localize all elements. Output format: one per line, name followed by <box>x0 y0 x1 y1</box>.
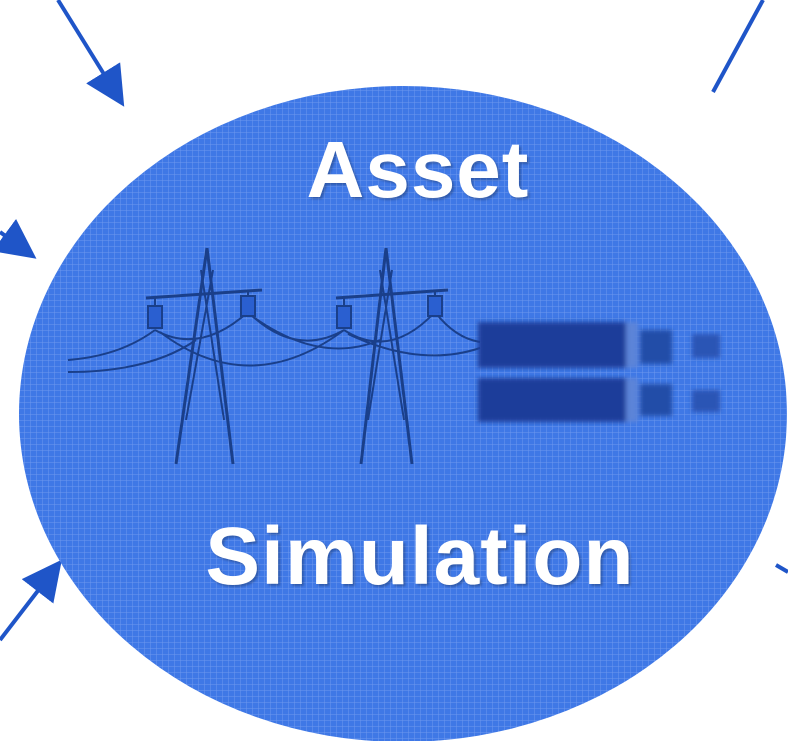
arrow-left <box>0 218 37 259</box>
transmission-tower-icon <box>145 247 263 465</box>
simulation-label: Simulation <box>205 511 635 602</box>
cable-bundle-icon <box>478 322 720 422</box>
asset-label: Asset <box>306 125 530 214</box>
arrow-top-right <box>711 0 765 93</box>
transmission-tower-icon <box>335 247 449 465</box>
power-lines <box>67 311 481 373</box>
arrow-bottom-right <box>774 563 788 574</box>
arrow-top-left <box>56 0 125 107</box>
arrow-bottom-left <box>0 559 62 642</box>
